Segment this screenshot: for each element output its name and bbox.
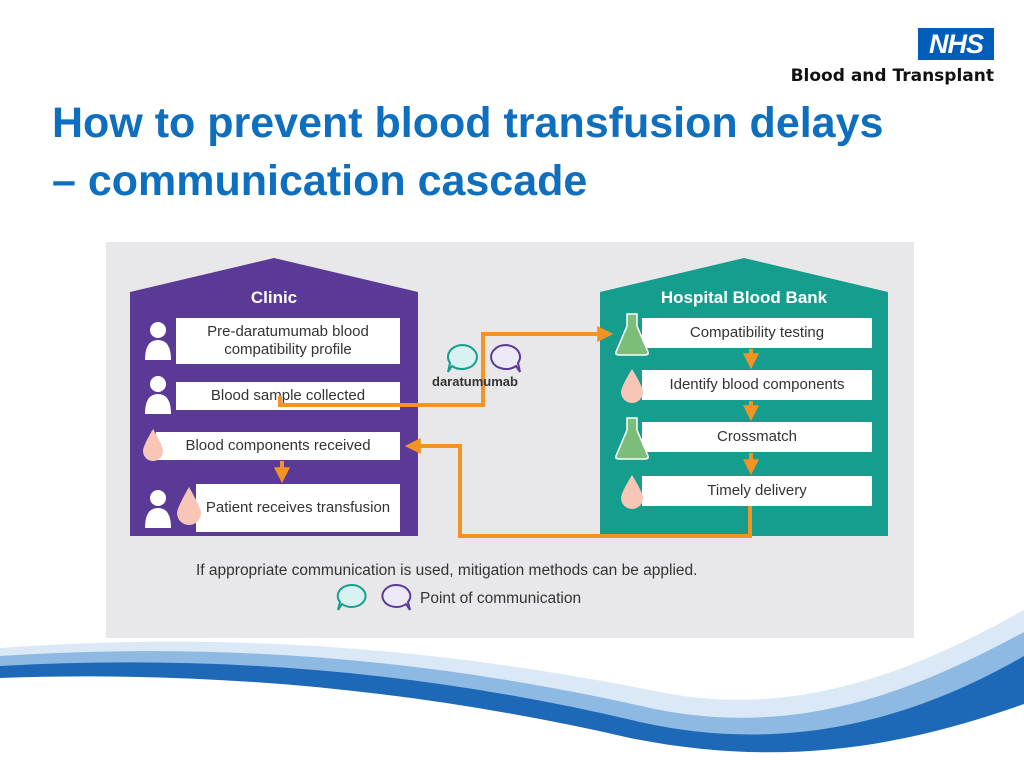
communication-label: daratumumab (432, 374, 518, 389)
blood-bank-title: Hospital Blood Bank (660, 288, 828, 307)
speech-bubble-icon (447, 343, 478, 373)
blood-drop-icon (621, 475, 643, 509)
legend-label: Point of communication (420, 590, 582, 607)
clinic-step-transfusion: Patient receives transfusion (196, 484, 400, 532)
blood-drop-icon (143, 429, 163, 461)
footnote: If appropriate communication is used, mi… (196, 562, 698, 579)
clinic-title: Clinic (250, 288, 298, 307)
bank-step-crossmatch: Crossmatch (642, 422, 872, 452)
arrow-delivery-to-clinic (404, 438, 752, 538)
speech-bubble-icon (490, 343, 521, 373)
speech-bubble-icon (336, 583, 367, 611)
org-name: Blood and Transplant (790, 66, 994, 86)
blood-drop-icon (621, 369, 643, 403)
flask-icon (615, 417, 649, 460)
bank-step-identify: Identify blood components (642, 370, 872, 400)
person-icon (145, 376, 171, 414)
decorative-wave (0, 610, 1024, 768)
speech-bubble-icon (381, 583, 412, 611)
blood-drop-icon (177, 487, 201, 525)
arrow-sample-to-bank (278, 326, 614, 407)
page-title: How to prevent blood transfusion delays … (52, 99, 884, 205)
bank-step-delivery: Timely delivery (642, 476, 872, 506)
clinic-step-received: Blood components received (156, 432, 400, 460)
bank-step-compatibility: Compatibility testing (642, 318, 872, 348)
diagram-panel: Clinic Hospital Blood Bank Pre-daratumum… (106, 242, 914, 638)
person-icon (145, 322, 171, 360)
person-icon (145, 490, 171, 528)
flask-icon (615, 313, 649, 356)
clinic-step-profile: Pre-daratumumab blood compatibility prof… (176, 318, 400, 364)
nhs-logo: NHS (918, 28, 994, 60)
flow-arrows (274, 326, 759, 538)
